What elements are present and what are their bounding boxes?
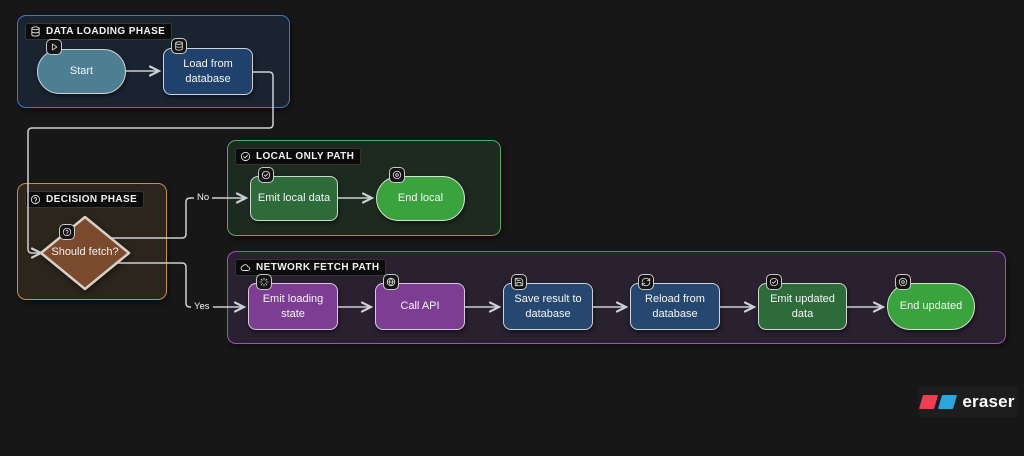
check-circle-icon — [258, 167, 274, 183]
save-icon — [511, 274, 527, 290]
cloud-icon — [240, 264, 251, 271]
node-load-from-database[interactable]: Load from database — [163, 48, 253, 95]
eraser-logo-text: eraser — [962, 391, 1015, 411]
edge-label-no: No — [194, 192, 213, 204]
database-icon — [31, 26, 40, 37]
diamond-label: Should fetch? — [51, 246, 119, 259]
eraser-logo-blue-shape — [938, 394, 958, 409]
group-title-label: DECISION PHASE — [46, 194, 138, 205]
loader-icon — [256, 274, 272, 290]
help-circle-icon — [30, 194, 41, 205]
record-icon — [895, 274, 911, 290]
group-title-label: NETWORK FETCH PATH — [256, 262, 380, 273]
node-emit-loading-state[interactable]: Emit loading state — [248, 283, 338, 330]
edge-label-yes: Yes — [191, 301, 213, 313]
record-icon — [389, 167, 405, 183]
group-title-decision: DECISION PHASE — [25, 191, 145, 208]
node-should-fetch[interactable]: Should fetch? — [38, 214, 132, 292]
node-reload-from-database[interactable]: Reload from database — [630, 283, 720, 330]
check-circle-icon — [240, 151, 251, 162]
group-network-fetch-path[interactable]: NETWORK FETCH PATH — [227, 251, 1006, 344]
node-end-local[interactable]: End local — [376, 176, 465, 221]
refresh-icon — [638, 274, 654, 290]
eraser-logo-red-shape — [919, 394, 939, 409]
group-title-data-loading: DATA LOADING PHASE — [25, 23, 173, 40]
eraser-logo: eraser — [918, 386, 1018, 417]
globe-icon — [383, 274, 399, 290]
node-end-updated[interactable]: End updated — [887, 283, 975, 330]
group-title-network-fetch: NETWORK FETCH PATH — [235, 259, 387, 276]
help-circle-icon — [59, 224, 75, 240]
group-title-label: LOCAL ONLY PATH — [256, 151, 355, 162]
node-emit-updated-data[interactable]: Emit updated data — [758, 283, 847, 330]
node-call-api[interactable]: Call API — [375, 283, 465, 330]
play-icon — [46, 39, 62, 55]
group-title-label: DATA LOADING PHASE — [46, 26, 166, 37]
node-save-result-to-database[interactable]: Save result to database — [503, 283, 593, 330]
database-icon — [171, 38, 187, 54]
check-circle-icon — [766, 274, 782, 290]
node-start[interactable]: Start — [37, 49, 126, 94]
group-title-local-only: LOCAL ONLY PATH — [235, 148, 362, 165]
